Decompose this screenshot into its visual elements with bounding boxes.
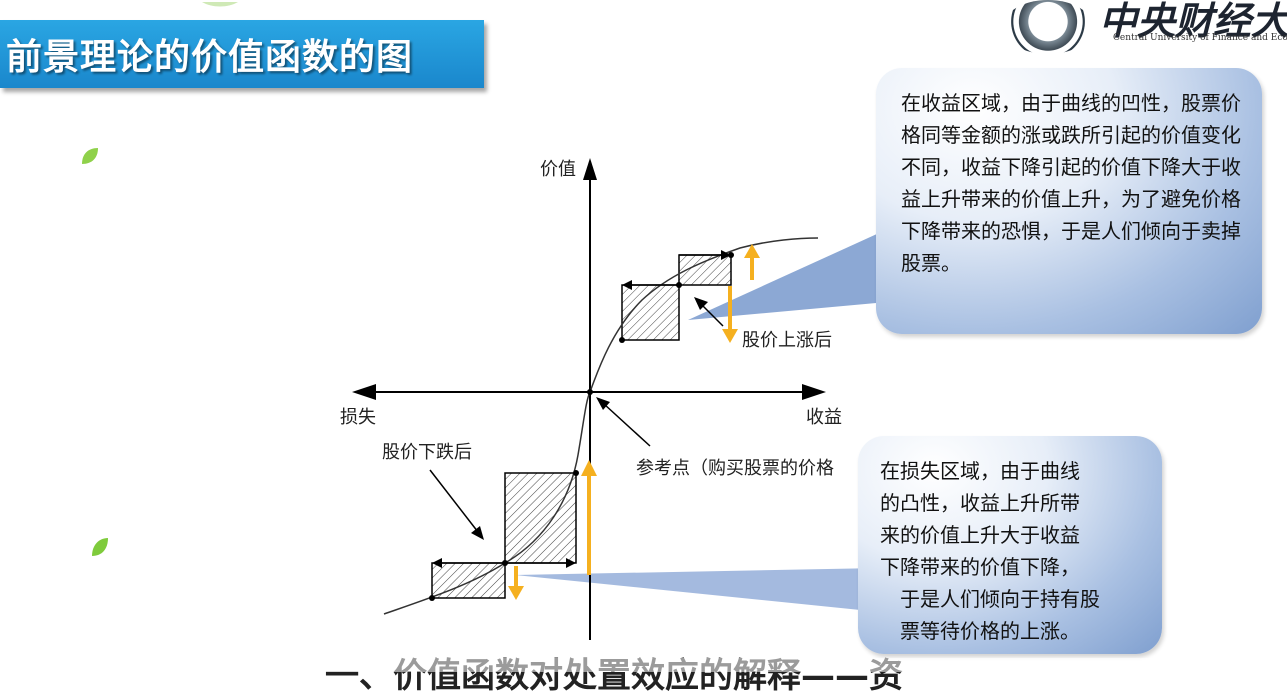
x-axis-left-arrow bbox=[352, 384, 376, 400]
callout-line: 下降带来的价值下降， bbox=[880, 555, 1080, 579]
reference-point-label: 参考点（购买股票的价格 bbox=[636, 458, 834, 479]
gain-region-callout: 在收益区域，由于曲线的凹性，股票价格同等金额的涨或跌所引起的价值变化不同，收益下… bbox=[876, 68, 1262, 334]
loss-value-up-arrowhead bbox=[581, 460, 597, 476]
next-section-heading: 一、价值函数对处置效应的解释——资 bbox=[325, 648, 903, 697]
loss-value-rise-box bbox=[505, 473, 576, 563]
gain-axis-label: 收益 bbox=[806, 407, 842, 428]
gain-region-callout-text: 在收益区域，由于曲线的凹性，股票价格同等金额的涨或跌所引起的价值变化不同，收益下… bbox=[901, 87, 1246, 279]
curve-point bbox=[429, 595, 435, 601]
callout-line: 的凸性，收益上升所带 bbox=[880, 491, 1080, 515]
after-fall-label: 股价下跌后 bbox=[382, 442, 472, 463]
label-pointer bbox=[604, 404, 650, 446]
label-pointer bbox=[430, 470, 478, 532]
after-rise-label: 股价上涨后 bbox=[742, 330, 832, 351]
gain-value-down-arrowhead bbox=[722, 329, 738, 343]
callout-line: 票等待价格的上涨。 bbox=[880, 619, 1080, 643]
bottom-fade bbox=[0, 658, 1287, 672]
y-axis-arrow bbox=[583, 158, 597, 180]
loss-axis-label: 损失 bbox=[340, 407, 376, 428]
label-pointer-head bbox=[471, 526, 484, 540]
loss-region-callout: 在损失区域，由于曲线 的凸性，收益上升所带 来的价值上升大于收益 下降带来的价值… bbox=[858, 436, 1162, 654]
reference-point-marker bbox=[587, 389, 593, 395]
loss-region-callout-text: 在损失区域，由于曲线 的凸性，收益上升所带 来的价值上升大于收益 下降带来的价值… bbox=[880, 455, 1160, 647]
curve-point bbox=[619, 337, 625, 343]
callout-line: 在损失区域，由于曲线 bbox=[880, 459, 1080, 483]
callout-line: 来的价值上升大于收益 bbox=[880, 523, 1080, 547]
curve-point bbox=[573, 470, 579, 476]
y-axis-label: 价值 bbox=[540, 159, 576, 180]
loss-value-down-arrowhead bbox=[508, 586, 524, 600]
callout-pointer bbox=[515, 568, 880, 612]
callout-line: 于是人们倾向于持有股 bbox=[880, 587, 1100, 611]
x-axis-right-arrow bbox=[802, 384, 826, 400]
